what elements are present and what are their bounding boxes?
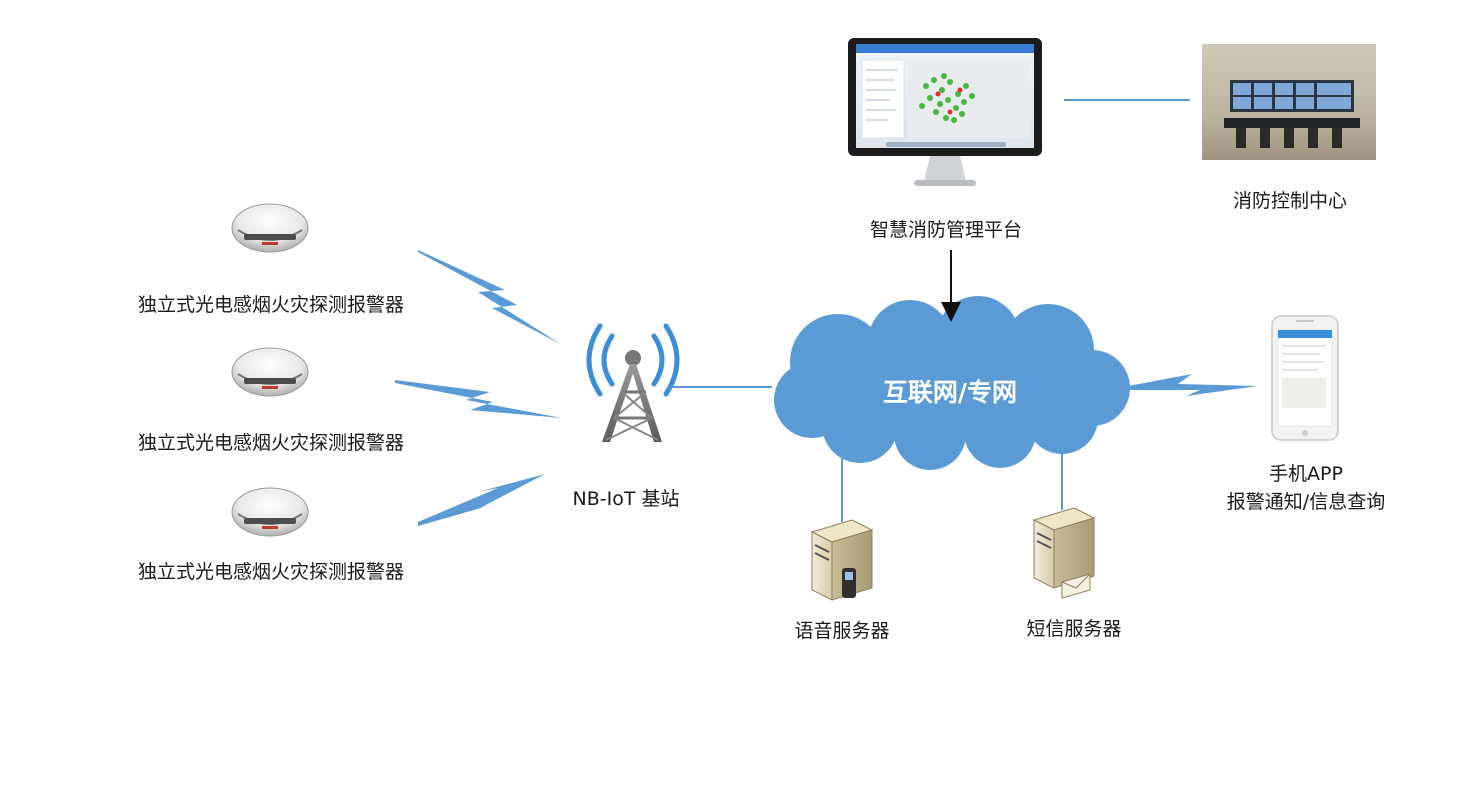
detector-label: 独立式光电感烟火灾探测报警器 <box>138 432 405 454</box>
mobile-app-title: 手机APP <box>1269 463 1343 485</box>
voice-server-icon <box>810 519 874 601</box>
wireless-link-icon <box>395 380 562 418</box>
platform-label: 智慧消防管理平台 <box>869 219 1023 241</box>
smoke-detector-icon <box>231 487 309 537</box>
control-room-image <box>1202 44 1376 160</box>
wireless-link-icon <box>1128 374 1258 396</box>
sms-server-label: 短信服务器 <box>1026 618 1122 640</box>
network-label: 互联网/专网 <box>882 378 1018 407</box>
cell-tower-icon <box>586 323 680 442</box>
smoke-detector-icon <box>231 347 309 397</box>
wireless-link-icon <box>418 250 562 345</box>
detector-label: 独立式光电感烟火灾探测报警器 <box>138 561 405 583</box>
mobile-app-subtitle: 报警通知/信息查询 <box>1226 491 1386 513</box>
monitor-icon <box>848 38 1042 186</box>
sms-server-icon <box>1032 507 1096 599</box>
smoke-detector-icon <box>231 203 309 253</box>
wireless-link-icon <box>418 474 545 526</box>
voice-server-label: 语音服务器 <box>794 620 890 642</box>
mobile-phone-icon <box>1271 315 1339 441</box>
base-station-label: NB-IoT 基站 <box>572 488 680 510</box>
control-center-label: 消防控制中心 <box>1232 190 1348 212</box>
mobile-app-label: 手机APP 报警通知/信息查询 <box>1227 460 1385 516</box>
detector-label: 独立式光电感烟火灾探测报警器 <box>138 294 405 316</box>
